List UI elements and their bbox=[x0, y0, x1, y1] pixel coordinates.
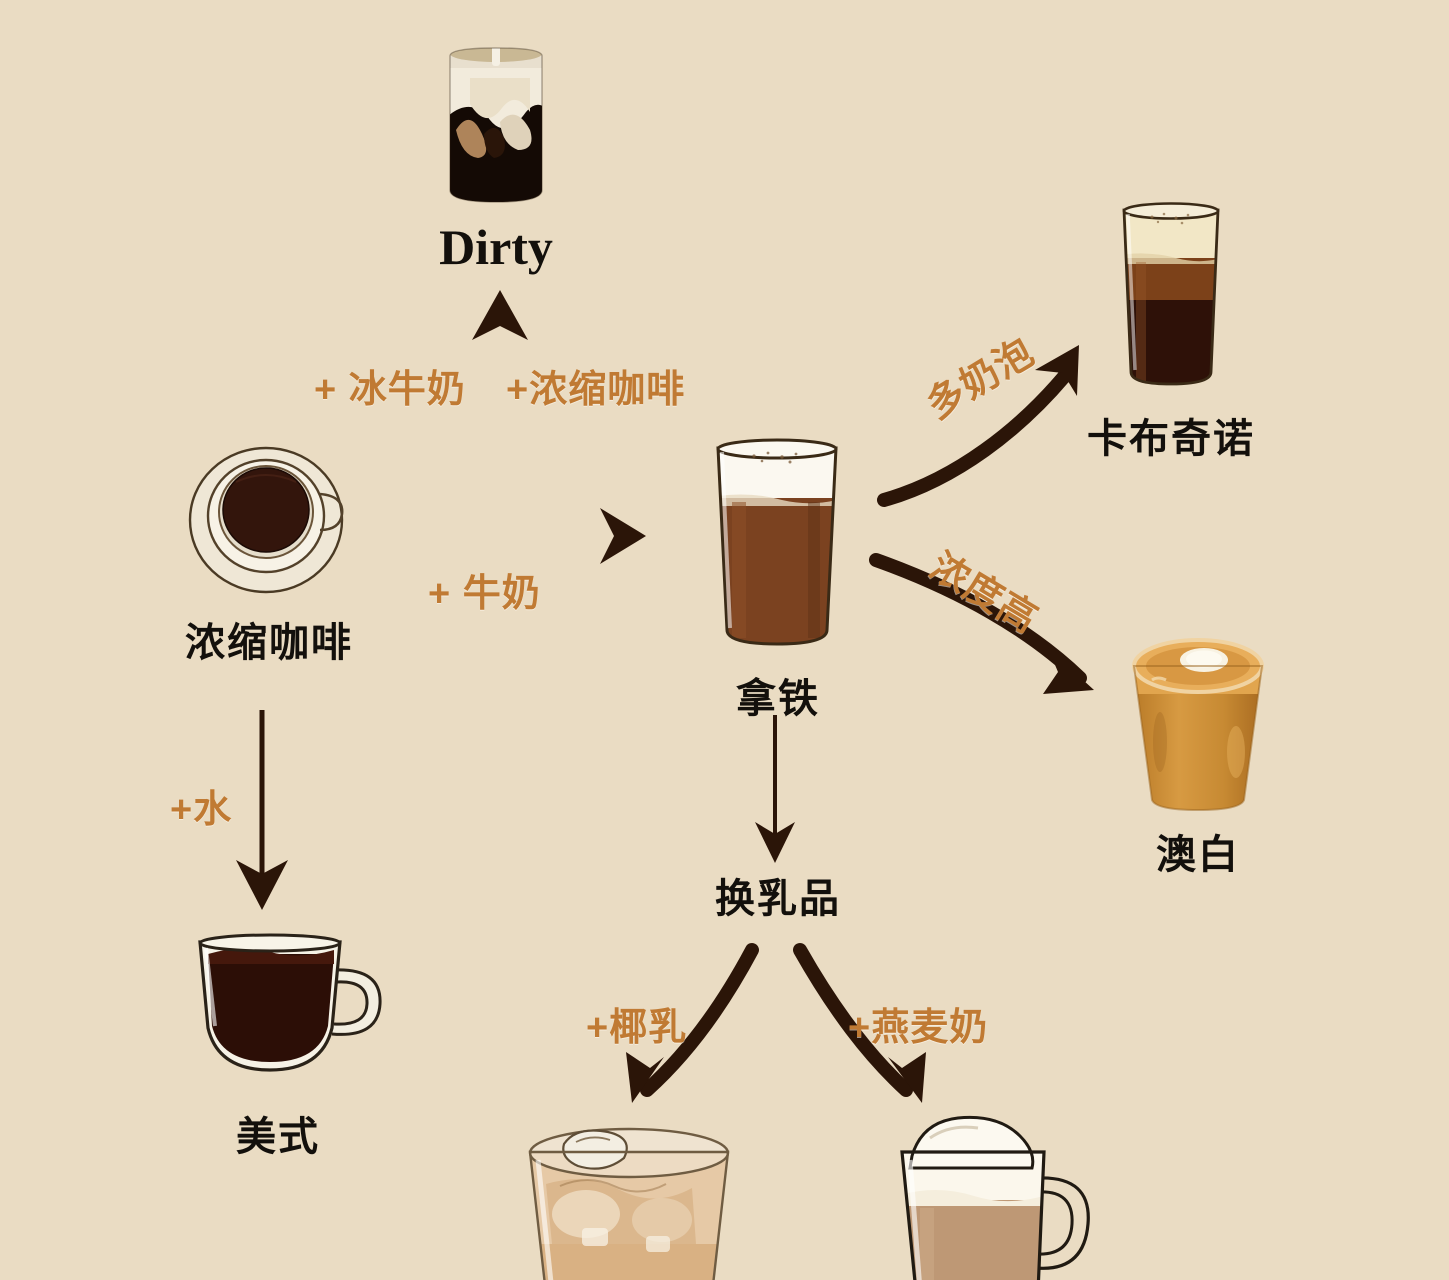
node-label-espresso: 浓缩咖啡 bbox=[185, 621, 353, 665]
node-swapdairy: 换乳品 bbox=[675, 866, 881, 924]
node-label-flatwhite: 澳白 bbox=[1156, 833, 1240, 877]
node-label-americano: 美式 bbox=[236, 1115, 320, 1159]
oat-milk-latte-mug-icon bbox=[900, 1115, 1090, 1280]
espresso-cup-top-view-icon bbox=[188, 446, 344, 594]
edge-label-ice-milk: + 冰牛奶 bbox=[314, 369, 466, 411]
flat-white-tumbler-icon bbox=[1132, 638, 1264, 812]
edge-label-oat-milk: +燕麦奶 bbox=[848, 1007, 989, 1049]
node-label-swapdairy: 换乳品 bbox=[715, 877, 841, 921]
latte-tall-glass-icon bbox=[716, 438, 838, 646]
edge-label-coconut-milk: +椰乳 bbox=[586, 1007, 688, 1049]
node-label-latte: 拿铁 bbox=[736, 677, 820, 721]
iced-coconut-latte-glass-icon bbox=[528, 1127, 730, 1280]
edge-label-water: +水 bbox=[170, 789, 233, 831]
arrow-espresso-to-americano bbox=[236, 710, 288, 910]
edge-label-higher-strength: 浓度高 bbox=[922, 545, 1045, 642]
node-label-cappuccino: 卡布奇诺 bbox=[1087, 417, 1255, 461]
cappuccino-layered-glass-icon bbox=[1122, 202, 1220, 386]
dirty-coffee-can-glass-icon bbox=[449, 47, 543, 203]
edge-label-milk: + 牛奶 bbox=[428, 573, 541, 615]
arrow-latte-to-swapdairy bbox=[755, 715, 795, 863]
edge-label-more-foam: 多奶泡 bbox=[919, 331, 1042, 428]
arrow-espresso-to-latte bbox=[405, 508, 646, 564]
edge-label-espresso-shot: +浓缩咖啡 bbox=[506, 369, 686, 411]
americano-glass-mug-icon bbox=[198, 933, 382, 1072]
node-label-dirty: Dirty bbox=[439, 219, 553, 275]
